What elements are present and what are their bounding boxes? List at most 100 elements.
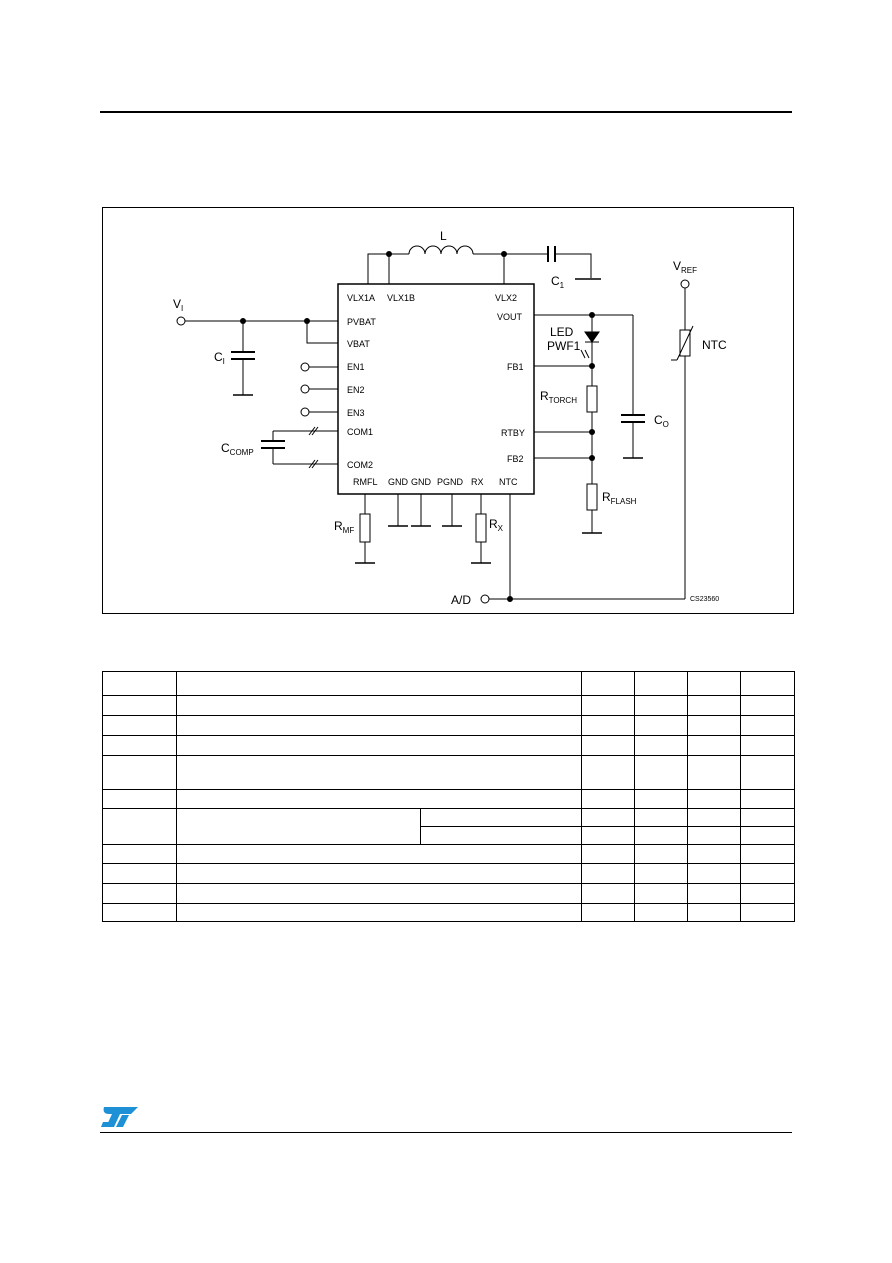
label-ci: CI (214, 350, 225, 366)
table-row (102, 715, 795, 736)
pin-rtby: RTBY (501, 428, 525, 438)
table-cell (687, 715, 741, 736)
table-row (102, 671, 795, 696)
table-row (102, 863, 795, 884)
st-logo-icon (101, 1107, 138, 1127)
table-cell (581, 883, 635, 904)
table-cell (634, 789, 688, 809)
table-row (102, 808, 795, 845)
pin-fb2: FB2 (507, 454, 524, 464)
table-cell (581, 826, 635, 845)
table-cell (634, 715, 688, 736)
table-cell (581, 903, 635, 922)
table-cell (581, 755, 635, 790)
ratings-table (102, 671, 795, 922)
header-rule (100, 111, 792, 113)
table-cell (740, 755, 795, 790)
pin-vbat: VBAT (347, 339, 370, 349)
diagram-code: CS23560 (690, 596, 719, 603)
table-cell (581, 715, 635, 736)
table-cell (740, 883, 795, 904)
pin-vlx1a: VLX1A (347, 293, 375, 303)
table-cell (176, 735, 582, 756)
pin-vlx2: VLX2 (495, 293, 517, 303)
pin-gnd-1: GND (388, 477, 409, 487)
table-cell (687, 844, 741, 864)
table-cell (740, 671, 795, 696)
table-cell (102, 883, 177, 904)
label-vi: VI (173, 297, 183, 313)
table-cell (687, 826, 741, 845)
pin-rmfl: RMFL (353, 477, 378, 487)
table-cell (102, 695, 177, 716)
table-row (102, 695, 795, 716)
table-cell (176, 789, 582, 809)
table-cell (740, 695, 795, 716)
table-cell (581, 844, 635, 864)
pin-en3: EN3 (347, 408, 365, 418)
table-cell (176, 844, 582, 864)
table-cell (634, 671, 688, 696)
table-cell (176, 863, 582, 884)
table-row (102, 735, 795, 756)
table-cell (634, 863, 688, 884)
table-cell (687, 671, 741, 696)
label-led: LED (550, 325, 574, 339)
schematic-drawing: VLX1A VLX1B VLX2 PVBAT VBAT VOUT EN1 EN2… (173, 229, 727, 607)
label-ccomp: CCOMP (221, 441, 254, 457)
pin-vlx1b: VLX1B (387, 293, 415, 303)
label-rx: RX (489, 517, 504, 533)
table-cell (740, 863, 795, 884)
label-rflash: RFLASH (602, 490, 637, 506)
table-cell (687, 863, 741, 884)
label-led-part: PWF1 (547, 339, 581, 353)
table-cell (687, 903, 741, 922)
label-vref: VREF (673, 259, 697, 275)
table-cell (176, 808, 421, 845)
pin-gnd-2: GND (411, 477, 432, 487)
table-cell (740, 826, 795, 845)
pin-fb1: FB1 (507, 362, 524, 372)
table-cell (420, 826, 582, 845)
table-row (102, 903, 795, 922)
table-cell (102, 903, 177, 922)
pin-en2: EN2 (347, 385, 365, 395)
table-cell (740, 735, 795, 756)
pin-rx: RX (471, 477, 484, 487)
pin-pvbat: PVBAT (347, 317, 376, 327)
table-cell (740, 808, 795, 827)
table-cell (420, 808, 582, 827)
pin-vout: VOUT (497, 312, 523, 322)
table-cell (102, 735, 177, 756)
label-rmf: RMF (334, 519, 354, 535)
table-cell (687, 808, 741, 827)
table-cell (581, 735, 635, 756)
pin-en1: EN1 (347, 362, 365, 372)
table-cell (102, 808, 177, 845)
table-cell (634, 883, 688, 904)
table-cell (634, 808, 688, 827)
table-cell (176, 755, 582, 790)
label-rtorch: RTORCH (540, 389, 577, 405)
table-cell (634, 844, 688, 864)
table-row (102, 883, 795, 904)
label-inductor: L (440, 229, 447, 243)
pin-ntc: NTC (499, 477, 518, 487)
application-schematic: VLX1A VLX1B VLX2 PVBAT VBAT VOUT EN1 EN2… (102, 207, 794, 614)
label-ntc: NTC (702, 338, 727, 352)
table-cell (102, 863, 177, 884)
table-cell (176, 671, 582, 696)
pin-com2: COM2 (347, 460, 373, 470)
table-cell (687, 735, 741, 756)
table-cell (687, 755, 741, 790)
table-cell (102, 755, 177, 790)
table-cell (581, 789, 635, 809)
table-cell (740, 903, 795, 922)
table-cell (581, 671, 635, 696)
table-cell (581, 808, 635, 827)
label-c1: C1 (551, 274, 565, 290)
table-cell (687, 789, 741, 809)
table-row (102, 844, 795, 864)
table-cell (740, 789, 795, 809)
table-cell (687, 695, 741, 716)
